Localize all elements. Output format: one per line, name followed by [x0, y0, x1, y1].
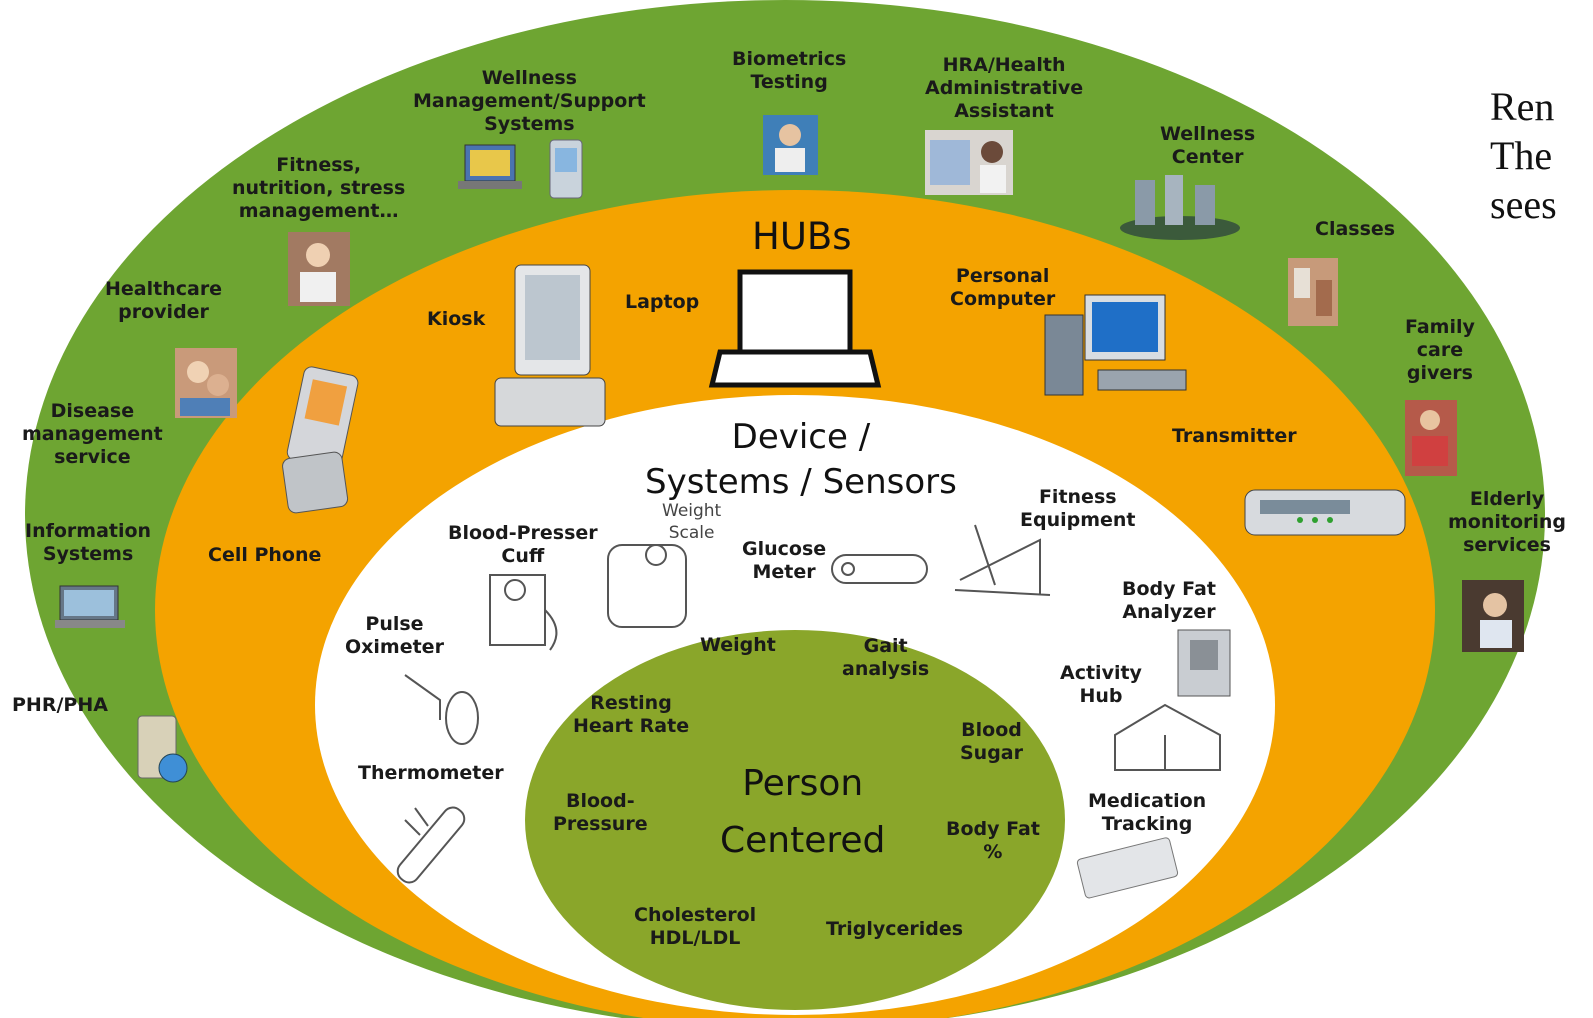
- fitness-equipment-icon: [954, 524, 1051, 596]
- hubs-title: HUBs: [752, 215, 852, 258]
- label-weight: Weight: [700, 634, 776, 656]
- activity-hub-icon: [1114, 703, 1221, 771]
- label-biometrics-testing: Biometrics Testing: [732, 48, 847, 93]
- label-resting-heart-rate: Resting Heart Rate: [573, 692, 690, 737]
- medication-tracking-icon: [1076, 837, 1179, 899]
- label-blood-sugar: Blood Sugar: [960, 719, 1024, 764]
- body-fat-analyzer-icon: [1177, 629, 1231, 697]
- label-bp-cuff: Blood-Presser Cuff: [448, 522, 598, 567]
- label-gait-analysis: Gait analysis: [842, 635, 930, 680]
- cell-phone-icon: [282, 366, 359, 514]
- label-family-care-givers: Family care givers: [1405, 316, 1475, 384]
- bp-cuff-icon: [489, 574, 558, 651]
- laptop-icon: [708, 269, 882, 388]
- label-cholesterol: Cholesterol HDL/LDL: [634, 904, 757, 949]
- biometrics-photo-icon: [763, 115, 818, 175]
- label-cell-phone: Cell Phone: [208, 544, 322, 566]
- label-transmitter: Transmitter: [1172, 425, 1297, 447]
- classes-photo-icon: [1288, 258, 1338, 326]
- core-ellipse: [525, 630, 1065, 1010]
- label-elderly-monitoring: Elderly monitoring services: [1448, 488, 1567, 556]
- label-laptop: Laptop: [625, 291, 700, 313]
- kiosk-icon: [494, 264, 606, 427]
- label-fitness-nutrition: Fitness, nutrition, stress management…: [232, 154, 406, 222]
- label-medication-tracking: Medication Tracking: [1088, 790, 1207, 835]
- label-body-fat-analyzer: Body Fat Analyzer: [1122, 578, 1216, 623]
- glucose-meter-icon: [831, 554, 928, 584]
- label-triglycerides: Triglycerides: [826, 918, 964, 940]
- label-kiosk: Kiosk: [427, 308, 486, 330]
- core-title: Person Centered: [720, 763, 886, 861]
- device-title: Device / Systems / Sensors: [645, 417, 957, 502]
- label-healthcare-provider: Healthcare provider: [105, 278, 223, 323]
- label-blood-pressure: Blood- Pressure: [553, 790, 648, 835]
- label-fitness-equipment: Fitness Equipment: [1020, 486, 1136, 531]
- label-body-fat-percent: Body Fat %: [946, 818, 1040, 863]
- label-activity-hub: Activity Hub: [1060, 662, 1142, 707]
- laptop-small-icon: [458, 144, 522, 189]
- healthcare-photo-icon: [175, 348, 237, 418]
- label-classes: Classes: [1315, 218, 1396, 240]
- server-icon: [137, 715, 188, 783]
- transmitter-icon: [1244, 489, 1406, 536]
- weight-scale-icon: [607, 544, 687, 628]
- wellness-center-icon: [1120, 175, 1240, 240]
- personal-computer-icon: [1044, 294, 1187, 396]
- info-systems-computer-icon: [55, 585, 125, 628]
- label-hra: HRA/Health Administrative Assistant: [925, 54, 1084, 122]
- fitness-photo-icon: [288, 232, 350, 306]
- label-information-systems: Information Systems: [25, 520, 152, 565]
- elderly-photo-icon: [1462, 580, 1524, 652]
- pda-icon: [549, 139, 583, 199]
- hra-photo-icon: [925, 130, 1013, 195]
- family-photo-icon: [1405, 400, 1457, 476]
- label-disease-management: Disease management service: [22, 400, 163, 468]
- pulse-oximeter-icon: [404, 674, 479, 745]
- side-text-fragment: Ren The sees: [1490, 84, 1557, 227]
- label-pulse-oximeter: Pulse Oximeter: [345, 613, 444, 658]
- label-thermometer: Thermometer: [358, 762, 504, 784]
- label-weight-scale: Weight Scale: [662, 501, 722, 543]
- label-glucose-meter: Glucose Meter: [742, 538, 827, 583]
- label-wellness-center: Wellness Center: [1160, 123, 1256, 168]
- label-personal-computer: Personal Computer: [950, 265, 1056, 310]
- label-phr-pha: PHR/PHA: [12, 694, 108, 716]
- label-wellness-management: Wellness Management/Support Systems: [413, 67, 646, 135]
- thermometer-icon: [396, 806, 466, 884]
